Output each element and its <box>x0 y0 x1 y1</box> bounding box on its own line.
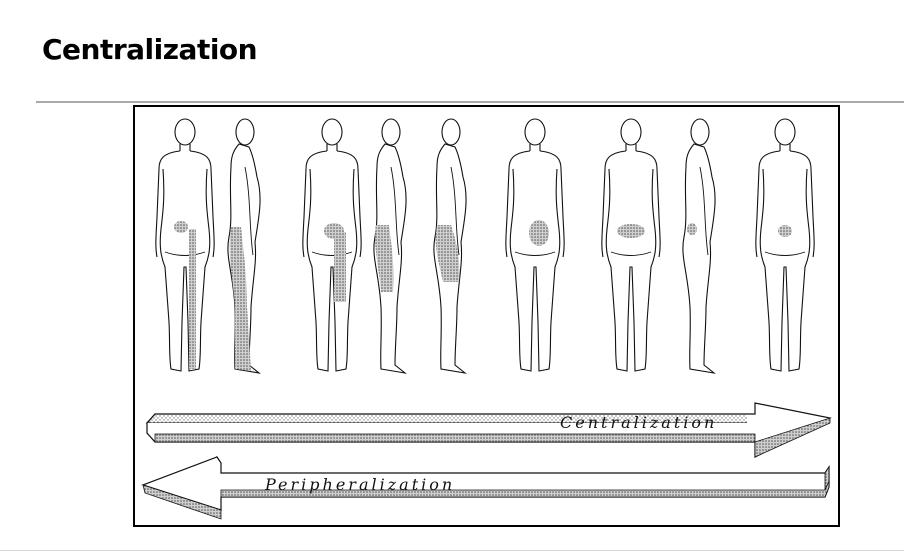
body-figure-side-view <box>374 119 406 373</box>
body-figure-back-view <box>303 119 361 371</box>
figure-canvas: Centralization Peripheralization <box>135 107 840 527</box>
body-figures <box>156 119 814 373</box>
peripheralization-label: Peripheralization <box>264 475 455 494</box>
body-figure-back-view <box>506 119 564 371</box>
pain-region-shading <box>778 225 792 237</box>
body-figure-side-view <box>228 119 260 373</box>
centralization-label: Centralization <box>560 413 717 432</box>
body-figure-back-view <box>602 119 660 371</box>
body-figure-side-view <box>434 119 466 373</box>
slide-title: Centralization <box>42 33 257 66</box>
peripheralization-arrow: Peripheralization <box>143 457 829 519</box>
title-divider <box>36 101 904 103</box>
body-figure-side-view <box>683 119 715 373</box>
footer-divider <box>0 550 904 551</box>
centralization-figure: Centralization Peripheralization <box>133 105 840 527</box>
centralization-arrow: Centralization <box>147 403 830 457</box>
pain-region-shading <box>617 224 645 238</box>
pain-region-shading <box>529 220 549 246</box>
body-figure-back-view <box>756 119 814 371</box>
pain-region-shading <box>687 223 697 235</box>
body-figure-back-view <box>156 119 214 371</box>
